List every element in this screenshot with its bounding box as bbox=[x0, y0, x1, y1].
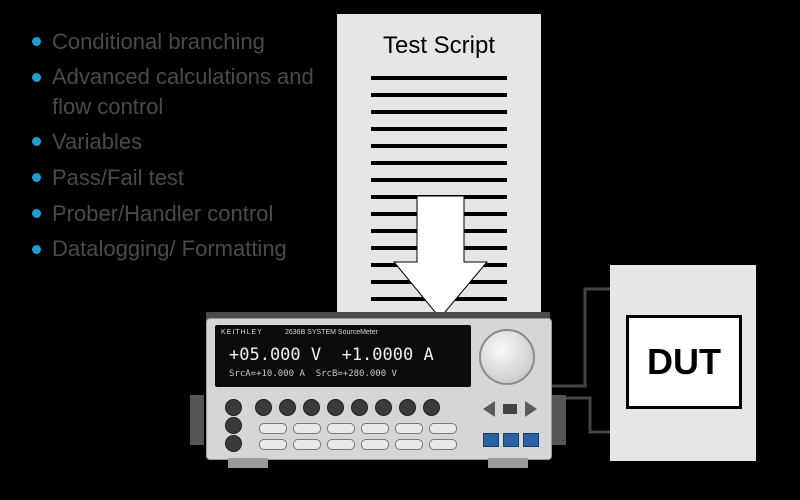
output-a-button[interactable] bbox=[483, 433, 499, 447]
script-line bbox=[371, 161, 507, 165]
left-panel-button[interactable] bbox=[225, 435, 242, 452]
feature-text: Pass/Fail test bbox=[52, 165, 185, 190]
instrument-display: KEITHLEY 2636B SYSTEM SourceMeter +05.00… bbox=[215, 325, 471, 387]
script-line bbox=[371, 127, 507, 131]
dut-panel: DUT bbox=[610, 265, 756, 461]
bullet-dot-icon bbox=[32, 209, 41, 218]
feature-item: Prober/Handler control bbox=[32, 198, 332, 230]
menu-button[interactable] bbox=[259, 423, 287, 434]
navigation-knob[interactable] bbox=[479, 329, 535, 385]
function-button[interactable] bbox=[303, 399, 320, 416]
feature-text: Conditional branching bbox=[52, 29, 265, 54]
feature-text: Datalogging/ Formatting bbox=[52, 236, 287, 261]
feature-item: Pass/Fail test bbox=[32, 162, 332, 194]
output-on-off-button[interactable] bbox=[503, 433, 519, 447]
menu-button[interactable] bbox=[361, 423, 389, 434]
instrument-handle-left bbox=[190, 395, 204, 445]
script-line bbox=[371, 178, 507, 182]
instrument-top-strip bbox=[206, 312, 550, 322]
usb-port-icon bbox=[503, 404, 517, 414]
arrow-left-icon[interactable] bbox=[483, 401, 495, 417]
menu-button[interactable] bbox=[429, 439, 457, 450]
model-label: 2636B SYSTEM SourceMeter bbox=[285, 329, 378, 336]
instrument-handle-right bbox=[552, 395, 566, 445]
function-button[interactable] bbox=[279, 399, 296, 416]
sourcemeter-instrument: KEITHLEY 2636B SYSTEM SourceMeter +05.00… bbox=[206, 318, 552, 460]
feature-text: Advanced calculations and flow control bbox=[52, 64, 314, 119]
instrument-foot bbox=[488, 458, 528, 468]
script-line bbox=[371, 110, 507, 114]
bullet-dot-icon bbox=[32, 73, 41, 82]
test-script-title: Test Script bbox=[382, 32, 496, 59]
function-button[interactable] bbox=[375, 399, 392, 416]
menu-button[interactable] bbox=[361, 439, 389, 450]
instrument-foot bbox=[228, 458, 268, 468]
dut-box: DUT bbox=[626, 315, 742, 409]
function-button[interactable] bbox=[255, 399, 272, 416]
function-button[interactable] bbox=[399, 399, 416, 416]
feature-item: Advanced calculations and flow control bbox=[32, 62, 332, 122]
arrow-right-icon[interactable] bbox=[525, 401, 537, 417]
menu-button[interactable] bbox=[293, 423, 321, 434]
feature-text: Variables bbox=[52, 129, 143, 154]
bullet-dot-icon bbox=[32, 37, 41, 46]
reading-main: +05.000 V +1.0000 A bbox=[229, 345, 434, 365]
output-b-button[interactable] bbox=[523, 433, 539, 447]
menu-button[interactable] bbox=[327, 423, 355, 434]
feature-item: Conditional branching bbox=[32, 26, 332, 58]
down-arrow-icon bbox=[392, 195, 489, 319]
menu-button[interactable] bbox=[429, 423, 457, 434]
bullet-dot-icon bbox=[32, 245, 41, 254]
bullet-dot-icon bbox=[32, 137, 41, 146]
script-line bbox=[371, 144, 507, 148]
cursor-arrows[interactable] bbox=[483, 393, 537, 427]
script-line bbox=[371, 93, 507, 97]
menu-button[interactable] bbox=[293, 439, 321, 450]
brand-logo: KEITHLEY bbox=[221, 329, 263, 336]
menu-button[interactable] bbox=[395, 439, 423, 450]
function-button[interactable] bbox=[327, 399, 344, 416]
function-button[interactable] bbox=[423, 399, 440, 416]
left-panel-button[interactable] bbox=[225, 399, 242, 416]
left-panel-button[interactable] bbox=[225, 417, 242, 434]
script-line bbox=[371, 76, 507, 80]
feature-item: Datalogging/ Formatting bbox=[32, 234, 332, 264]
menu-button[interactable] bbox=[259, 439, 287, 450]
menu-button[interactable] bbox=[327, 439, 355, 450]
feature-item: Variables bbox=[32, 126, 332, 158]
bullet-dot-icon bbox=[32, 173, 41, 182]
feature-list: Conditional branching Advanced calculati… bbox=[32, 26, 332, 268]
feature-text: Prober/Handler control bbox=[52, 201, 274, 226]
reading-sub: SrcA=+10.000 A SrcB=+280.000 V bbox=[229, 369, 397, 379]
function-button[interactable] bbox=[351, 399, 368, 416]
menu-button[interactable] bbox=[395, 423, 423, 434]
